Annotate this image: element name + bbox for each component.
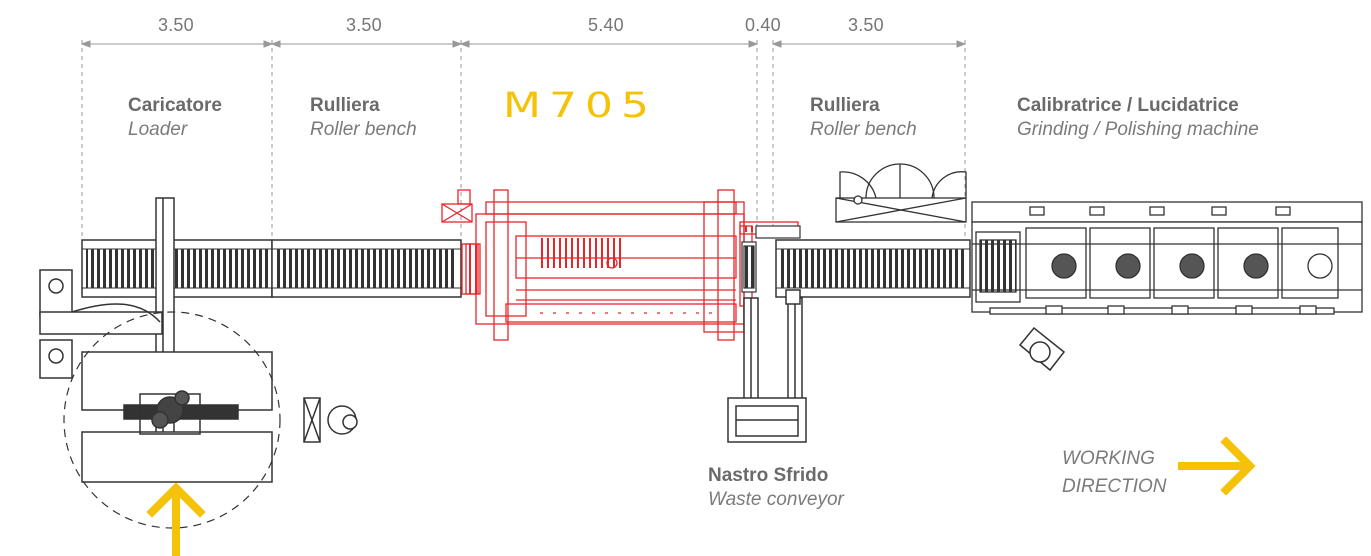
loader-roller-bench <box>81 239 273 298</box>
dimension-label-3: 5.40 <box>588 15 624 35</box>
waste-conveyor-subtitle: Waste conveyor <box>708 489 844 510</box>
loader-machine <box>39 197 281 529</box>
dimension-label-5: 3.50 <box>848 15 884 35</box>
machine-model-label: M705 <box>503 86 657 126</box>
roller-bench-2-label: Rulliera Roller bench <box>810 94 917 142</box>
grinding-machine-label: Calibratrice / Lucidatrice Grinding / Po… <box>1017 94 1259 142</box>
working-direction-line-2: DIRECTION <box>1062 476 1167 497</box>
dimension-label-4: 0.40 <box>745 15 781 35</box>
dimension-label-1: 3.50 <box>158 15 194 35</box>
roller-bench-1-title: Rulliera <box>310 95 380 116</box>
roller-bench-2-title: Rulliera <box>810 95 880 116</box>
loader-label: Caricatore Loader <box>128 94 222 142</box>
m705-exit-rollers <box>741 225 801 293</box>
loader-title: Caricatore <box>128 95 222 116</box>
roller-bench-1-subtitle: Roller bench <box>310 119 417 140</box>
operator-symbol-2 <box>1018 326 1066 372</box>
roller-bench-2-subtitle: Roller bench <box>810 119 917 140</box>
dimension-label-2: 3.50 <box>346 15 382 35</box>
working-direction-arrow-icon <box>1178 436 1256 496</box>
waste-conveyor-title: Nastro Sfrido <box>708 465 829 486</box>
working-direction-label: WORKING DIRECTION <box>1062 445 1167 501</box>
loader-subtitle: Loader <box>128 119 188 140</box>
load-arrow-icon <box>146 482 206 556</box>
grinding-polishing-machine <box>835 163 1363 315</box>
waste-conveyor <box>727 289 807 443</box>
roller-bench-1 <box>271 239 462 298</box>
waste-conveyor-label: Nastro Sfrido Waste conveyor <box>708 464 844 512</box>
grinding-machine-subtitle: Grinding / Polishing machine <box>1017 119 1259 140</box>
roller-bench-1-label: Rulliera Roller bench <box>310 94 417 142</box>
working-direction-line-1: WORKING <box>1062 448 1155 469</box>
operator-symbol <box>303 397 358 443</box>
dimension-lines <box>80 40 967 240</box>
grinding-machine-title: Calibratrice / Lucidatrice <box>1017 95 1239 116</box>
roller-bench-2 <box>775 239 971 298</box>
